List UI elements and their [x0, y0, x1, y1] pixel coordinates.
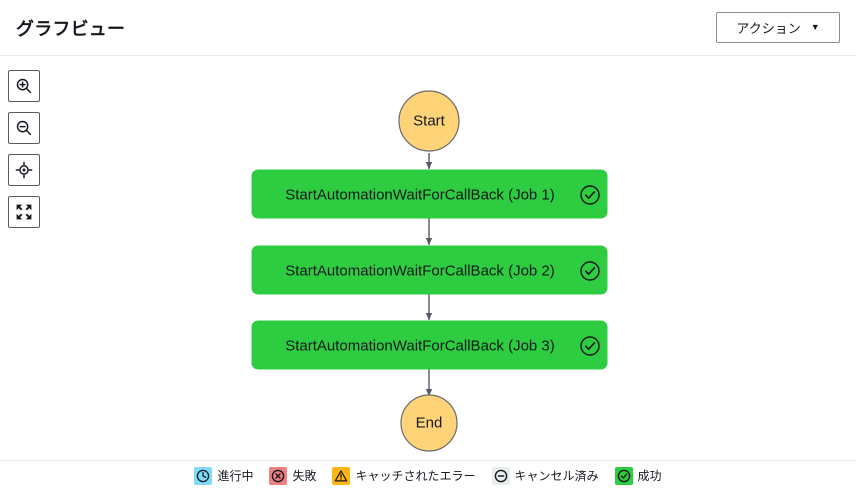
- zoom-out-button[interactable]: [8, 112, 40, 144]
- graph-node-job3[interactable]: StartAutomationWaitForCallBack (Job 3): [251, 320, 608, 370]
- check-circle-icon: [614, 466, 633, 485]
- center-icon: [15, 161, 33, 179]
- actions-dropdown-button[interactable]: アクション ▼: [716, 12, 840, 43]
- legend-item-in-progress: 進行中: [194, 466, 254, 485]
- job1-status-check-circle-icon: [580, 185, 600, 205]
- graph-node-job2[interactable]: StartAutomationWaitForCallBack (Job 2): [251, 245, 608, 295]
- job1-node-label: StartAutomationWaitForCallBack (Job 1): [285, 187, 555, 204]
- graph-node-start[interactable]: Start: [398, 90, 460, 152]
- job3-node-label: StartAutomationWaitForCallBack (Job 3): [285, 338, 555, 355]
- clock-icon: [194, 466, 213, 485]
- job1-node-shape: [251, 169, 608, 219]
- minus-circle-icon: [491, 466, 510, 485]
- start-node-shape: [398, 90, 460, 152]
- legend-item-cancelled: キャンセル済み: [491, 466, 599, 485]
- legend-item-failed: 失敗: [269, 466, 317, 485]
- legend-item-caught-error: キャッチされたエラー: [332, 466, 476, 485]
- legend-label-succeeded: 成功: [637, 469, 662, 483]
- legend-label-failed: 失敗: [292, 469, 317, 483]
- end-node-label: End: [416, 415, 443, 432]
- warning-icon: [332, 466, 351, 485]
- job3-status-check-circle-icon: [580, 336, 600, 356]
- legend-label-caught-error: キャッチされたエラー: [355, 469, 476, 483]
- zoom-in-button[interactable]: [8, 70, 40, 102]
- graph-controls-toolbar: [8, 70, 40, 228]
- x-circle-icon: [269, 466, 288, 485]
- legend-label-in-progress: 進行中: [217, 469, 254, 483]
- graph-node-job1[interactable]: StartAutomationWaitForCallBack (Job 1): [251, 169, 608, 219]
- end-node-shape: [400, 394, 458, 452]
- center-graph-button[interactable]: [8, 154, 40, 186]
- job2-node-label: StartAutomationWaitForCallBack (Job 2): [285, 263, 555, 280]
- status-legend: 進行中 失敗 キャッチされたエラー: [0, 460, 856, 492]
- job2-node-shape: [251, 245, 608, 295]
- fullscreen-icon: [15, 203, 33, 221]
- start-node-label: Start: [413, 113, 446, 130]
- job3-node-shape: [251, 320, 608, 370]
- actions-dropdown-label: アクション: [736, 21, 801, 36]
- zoom-out-icon: [15, 119, 33, 137]
- graph-node-end[interactable]: End: [400, 394, 458, 452]
- fullscreen-button[interactable]: [8, 196, 40, 228]
- legend-label-cancelled: キャンセル済み: [514, 469, 599, 483]
- graph-canvas[interactable]: Start StartAutomationWaitForCallBack (Jo…: [0, 56, 856, 460]
- state-machine-graph: Start StartAutomationWaitForCallBack (Jo…: [0, 56, 856, 460]
- legend-item-succeeded: 成功: [614, 466, 662, 485]
- graph-svg: Start StartAutomationWaitForCallBack (Jo…: [251, 90, 608, 452]
- zoom-in-icon: [15, 77, 33, 95]
- page-title: グラフビュー: [16, 18, 126, 39]
- job2-status-check-circle-icon: [580, 261, 600, 281]
- chevron-down-icon: ▼: [810, 22, 820, 32]
- page-header: グラフビュー アクション ▼: [0, 0, 856, 56]
